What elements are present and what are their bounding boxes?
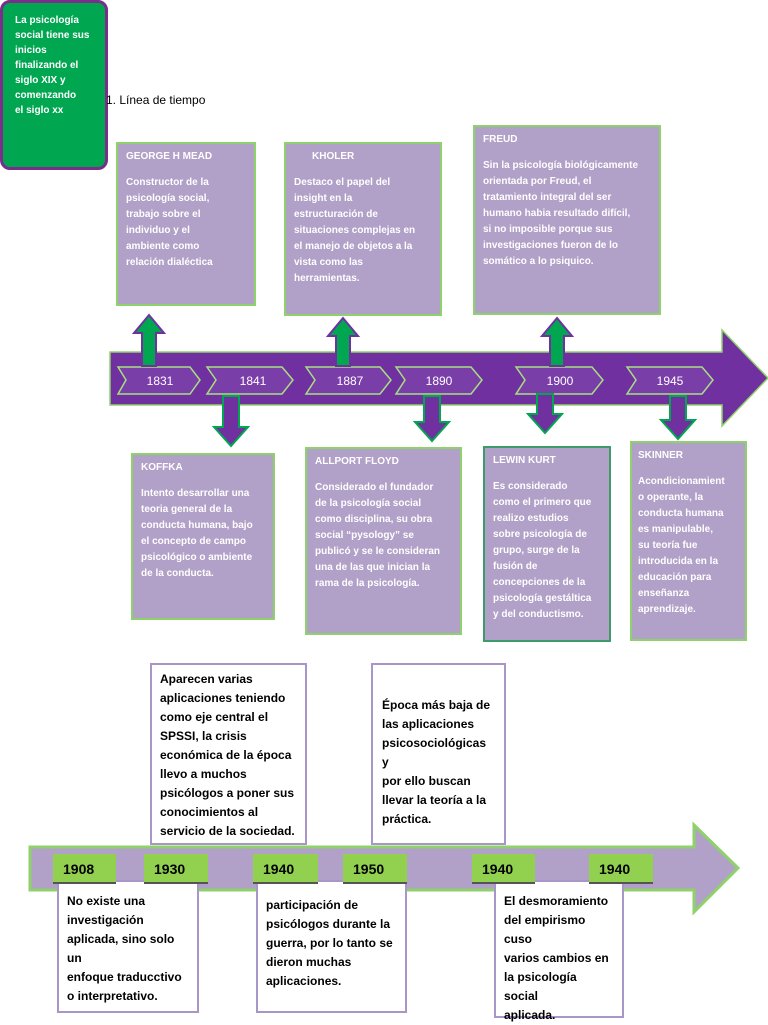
note-1940-b: El desmoramiento del empirismo cuso vari… <box>494 880 624 1022</box>
up-arrow <box>325 316 361 367</box>
year-label: 1890 <box>426 374 453 388</box>
year-chevron-1890 <box>394 366 483 395</box>
card-skinner: SKINNER Acondicionamient o operante, la … <box>630 441 747 641</box>
card-text: Considerado el fundador de la psicología… <box>315 482 441 589</box>
card-title: GEORGE H MEAD <box>126 151 213 162</box>
year-label: 1887 <box>337 374 364 388</box>
down-arrow <box>211 395 251 448</box>
card-text: Destaco el papel del insight en la estru… <box>294 177 416 284</box>
note-1950: Época más baja de las aplicaciones psico… <box>371 663 506 845</box>
card-title: KOFFKA <box>141 462 183 473</box>
year-label: 1841 <box>240 374 267 388</box>
year-chevron-1841 <box>205 366 294 395</box>
card-koffka: KOFFKA Intento desarrollar una teoria ge… <box>131 453 275 620</box>
year-block: 1940 <box>472 854 535 884</box>
section-heading: 1. Línea de tiempo <box>106 93 206 107</box>
card-title: FREUD <box>483 134 518 145</box>
card-text: Intento desarrollar una teoria general d… <box>141 488 253 579</box>
note-1940: participación de psicólogos durante la g… <box>256 880 407 1013</box>
year-block: 1940 <box>253 854 318 884</box>
year-chevron-1900 <box>514 366 604 395</box>
down-arrow <box>412 395 452 443</box>
year-block: 1940 <box>589 854 653 884</box>
up-arrow <box>539 316 575 367</box>
card-text: Constructor de la psicología social, tra… <box>126 177 213 268</box>
card-title: ALLPORT FLOYD <box>315 456 399 467</box>
year-label: 1900 <box>547 374 574 388</box>
year-chevron-1831 <box>116 366 201 395</box>
year-chevron-1945 <box>625 366 714 395</box>
down-arrow <box>525 393 565 435</box>
year-label: 1831 <box>147 374 174 388</box>
year-block: 1908 <box>53 854 116 884</box>
card-title: KHOLER <box>312 151 355 162</box>
card-lewin-kurt: LEWIN KURT Es considerado como el primer… <box>483 446 611 642</box>
card-text: Es considerado como el primero que reali… <box>493 481 592 620</box>
up-arrow <box>131 313 167 367</box>
year-label: 1945 <box>657 374 684 388</box>
down-arrow <box>658 395 698 441</box>
card-text: Acondicionamient o operante, la conducta… <box>638 476 725 615</box>
card-george-h-mead: GEORGE H MEAD Constructor de la psicolog… <box>116 142 256 306</box>
card-title: LEWIN KURT <box>493 455 556 466</box>
year-block: 1950 <box>343 854 407 884</box>
card-kholer: KHOLER Destaco el papel del insight en l… <box>284 142 442 316</box>
year-chevron-1887 <box>304 366 392 395</box>
note-1930: Aparecen varias aplicaciones teniendo co… <box>150 663 307 845</box>
intro-box: La psicología social tiene sus inicios f… <box>0 0 108 170</box>
card-freud: FREUD Sin la psicología biológicamente o… <box>473 125 661 315</box>
card-allport-floyd: ALLPORT FLOYD Considerado el fundador de… <box>305 447 462 635</box>
card-text: Sin la psicología biológicamente orienta… <box>483 160 639 267</box>
card-title: SKINNER <box>638 450 684 461</box>
note-1908: No existe una investigación aplicada, si… <box>57 880 199 1013</box>
year-block: 1930 <box>144 854 208 884</box>
